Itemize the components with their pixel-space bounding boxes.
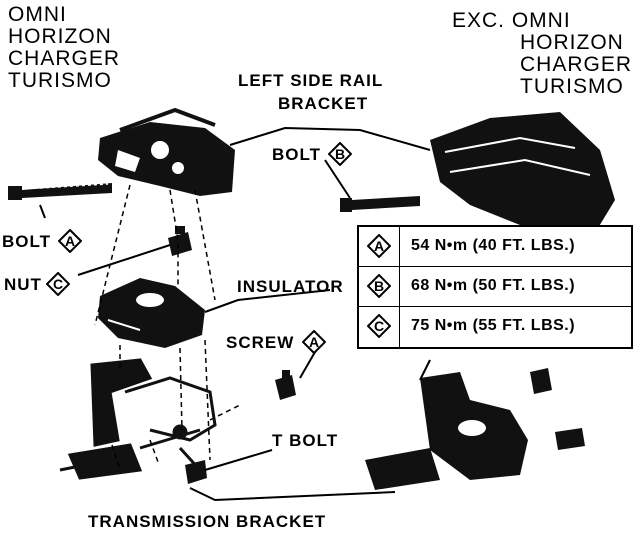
insulator-label: INSULATOR bbox=[237, 277, 344, 296]
model-charger-label: CHARGER bbox=[8, 47, 121, 70]
torque-row-a: A 54 N•m (40 FT. LBS.) bbox=[359, 227, 631, 267]
right-model-group-label: EXC. OMNI HORIZON CHARGER TURISMO bbox=[452, 10, 632, 98]
right-lower-assembly-part bbox=[365, 368, 585, 490]
callout-c-letter: C bbox=[52, 276, 64, 292]
screw-a-part bbox=[275, 370, 296, 400]
model-turismo-label: TURISMO bbox=[520, 75, 624, 98]
model-horizon-label: HORIZON bbox=[520, 31, 624, 54]
callout-a-letter: A bbox=[64, 233, 76, 249]
nut-c-part bbox=[168, 226, 192, 256]
torque-row-c-value: 75 N•m (55 FT. LBS.) bbox=[411, 317, 576, 334]
leader-lines bbox=[39, 126, 431, 502]
callout-a-diamond-screw: A bbox=[301, 329, 327, 355]
t-bolt-part bbox=[185, 460, 207, 484]
transmission-bracket-part bbox=[59, 358, 217, 480]
transmission-bracket-label: TRANSMISSION BRACKET bbox=[88, 512, 327, 531]
callout-a-letter: A bbox=[308, 334, 320, 350]
left-side-rail-label: LEFT SIDE RAIL bbox=[238, 71, 384, 90]
torque-row-b-diamond: B bbox=[366, 273, 392, 299]
left-model-group-label: OMNI HORIZON CHARGER TURISMO bbox=[8, 4, 120, 92]
model-omni-label: OMNI bbox=[8, 3, 67, 26]
insulator-part bbox=[98, 278, 205, 348]
bolt-a-part bbox=[8, 183, 112, 200]
torque-row-a-value: 54 N•m (40 FT. LBS.) bbox=[411, 237, 576, 254]
torque-row-b-key: B bbox=[373, 278, 385, 294]
callout-a-diamond: A bbox=[57, 228, 83, 254]
torque-row-a-diamond: A bbox=[366, 233, 392, 259]
model-turismo-label: TURISMO bbox=[8, 69, 112, 92]
bracket-label: BRACKET bbox=[278, 94, 369, 113]
nut-c-label: NUT bbox=[4, 275, 42, 294]
callout-b-letter: B bbox=[334, 146, 346, 162]
torque-row-a-key: A bbox=[373, 238, 385, 254]
torque-row-c-diamond: C bbox=[366, 313, 392, 339]
model-exc-omni-label: EXC. OMNI bbox=[452, 9, 571, 32]
bolt-b-label: BOLT bbox=[272, 145, 322, 164]
model-charger-label: CHARGER bbox=[520, 53, 633, 76]
alignment-lines bbox=[94, 184, 241, 471]
torque-row-c: C 75 N•m (55 FT. LBS.) bbox=[359, 307, 631, 347]
torque-row-c-key: C bbox=[373, 318, 385, 334]
torque-spec-table: A 54 N•m (40 FT. LBS.) B 68 N•m (50 FT. … bbox=[357, 225, 633, 349]
t-bolt-label: T BOLT bbox=[272, 431, 339, 450]
torque-row-b: B 68 N•m (50 FT. LBS.) bbox=[359, 267, 631, 307]
model-horizon-label: HORIZON bbox=[8, 25, 112, 48]
bolt-b-part bbox=[340, 196, 420, 212]
bolt-a-label: BOLT bbox=[2, 232, 52, 251]
screw-a-label: SCREW bbox=[226, 333, 295, 352]
torque-row-b-value: 68 N•m (50 FT. LBS.) bbox=[411, 277, 576, 294]
left-rail-bracket-part bbox=[98, 107, 235, 196]
callout-b-diamond: B bbox=[327, 141, 353, 167]
callout-c-diamond: C bbox=[45, 271, 71, 297]
right-rail-bracket-part bbox=[430, 112, 615, 228]
